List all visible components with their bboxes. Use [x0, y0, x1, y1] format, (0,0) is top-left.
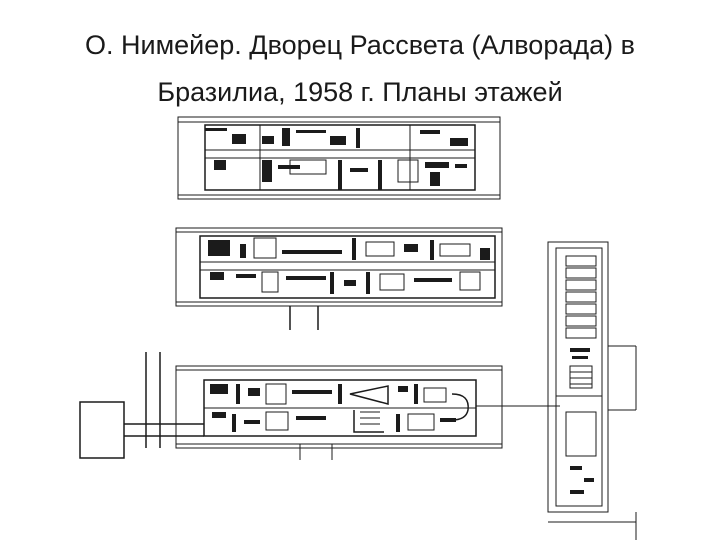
slide-title-line-2: Бразилиа, 1958 г. Планы этажей [157, 77, 563, 107]
floor-plan-upper [177, 116, 501, 200]
slide-title: О. Нимейер. Дворец Рассвета (Алворада) в… [0, 22, 720, 116]
floor-plan-main [175, 227, 503, 330]
service-wing-plan [547, 241, 637, 540]
outbuilding-square [79, 401, 125, 459]
ground-outline [175, 365, 503, 449]
floor-plan-ground [124, 352, 560, 460]
upper-outline [177, 116, 501, 200]
service-wing-outline [547, 241, 609, 513]
main-outline [175, 227, 503, 307]
slide-title-line-1: О. Нимейер. Дворец Рассвета (Алворада) в [85, 30, 635, 60]
